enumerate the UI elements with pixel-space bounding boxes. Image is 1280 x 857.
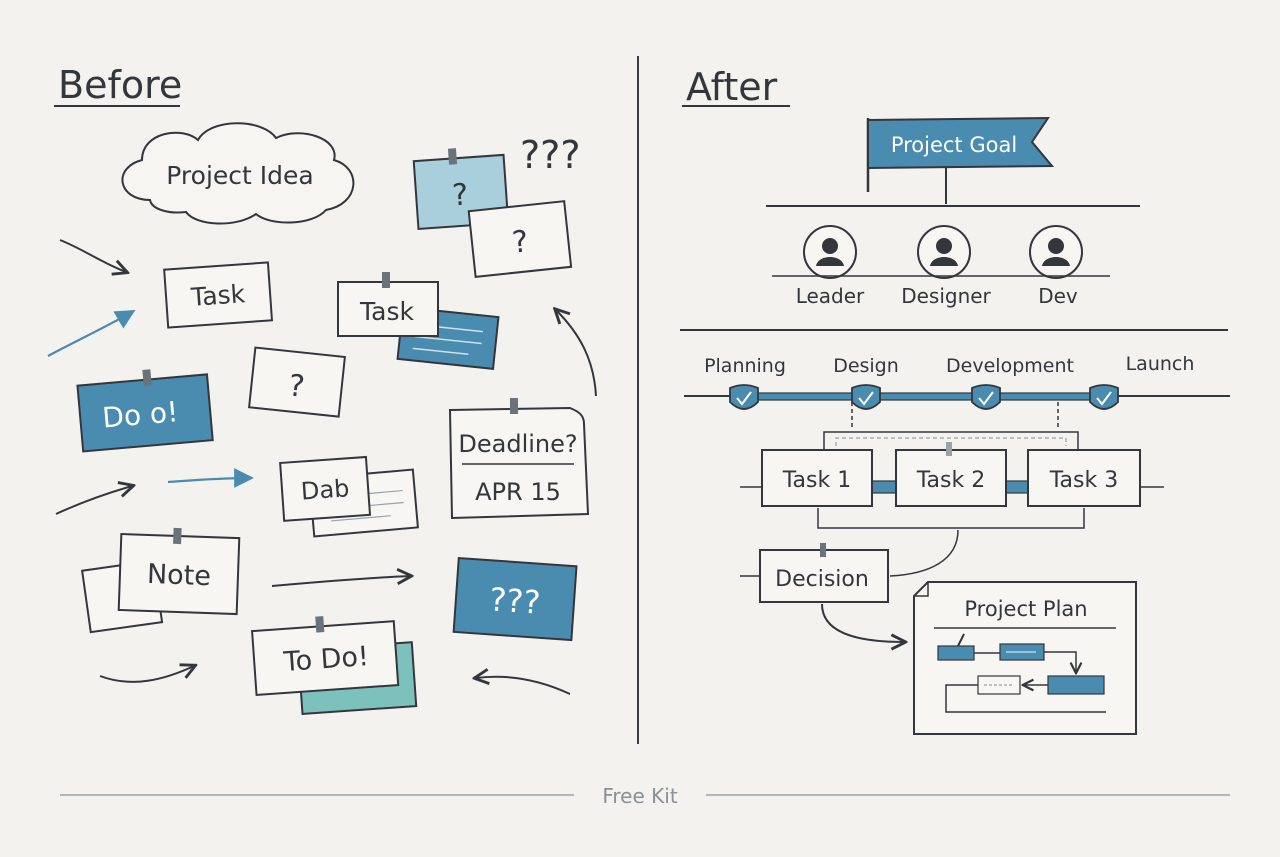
project-goal-label: Project Goal [891, 133, 1017, 157]
deadline-date: APR 15 [475, 478, 561, 506]
person-icon [1048, 238, 1064, 254]
milestone-check-icon [1089, 384, 1119, 410]
scribble-arrow [99, 666, 194, 683]
dab-card: Dab [279, 455, 372, 522]
project-plan-title: Project Plan [964, 597, 1087, 621]
team-member-dev: Dev [1029, 225, 1083, 308]
do-card-blue: Do o! [76, 369, 214, 453]
milestone-check-icon [851, 384, 881, 410]
after-panel: After Project Goal Leader Designer De [680, 65, 1230, 735]
team-label-leader: Leader [796, 284, 865, 308]
question-note-white: ? [467, 200, 573, 278]
after-heading: After [686, 65, 778, 109]
decision-label: Decision [775, 567, 869, 592]
before-heading: Before [58, 63, 182, 107]
note-card: Note [117, 527, 241, 616]
project-idea-label: Project Idea [166, 161, 313, 190]
todo-card-label: To Do! [282, 641, 370, 678]
task-card-1: Task [163, 261, 274, 329]
task-box-1: Task 1 [761, 449, 873, 507]
pin-icon [447, 148, 458, 165]
phase-label-development: Development [946, 355, 1074, 377]
dab-card-label: Dab [300, 474, 350, 505]
task-box-2: Task 2 [895, 442, 1007, 507]
phase-timeline: Planning Design Development Launch [684, 353, 1230, 410]
pin-icon [820, 543, 826, 557]
pin-icon [173, 527, 182, 545]
pin-icon [315, 616, 325, 633]
footer-label: Free Kit [602, 784, 677, 808]
person-icon [936, 238, 952, 254]
deadline-note: Deadline? APR 15 [448, 398, 590, 520]
scribble-arrow-up [556, 310, 597, 397]
task-box-3-label: Task 3 [1049, 468, 1118, 493]
team-label-designer: Designer [901, 284, 991, 308]
task-bracket-dashed [835, 437, 1067, 446]
question-marks-scribble: ??? [520, 133, 581, 177]
task-box-3: Task 3 [1027, 449, 1141, 507]
timeline-progress [743, 392, 1107, 401]
plan-block [937, 645, 975, 661]
pin-icon [382, 272, 390, 288]
task-bracket-bottom [817, 508, 1085, 529]
team-member-leader: Leader [796, 225, 865, 308]
task-box-1-label: Task 1 [782, 468, 851, 493]
decision-box: Decision [759, 543, 889, 603]
scribble-arrow [271, 576, 410, 587]
todo-card: To Do! [251, 616, 400, 697]
scribble-arrow-blue [167, 468, 254, 488]
milestone-check-icon [729, 384, 759, 410]
task-box-2-label: Task 2 [916, 468, 985, 493]
pin-icon [946, 442, 952, 456]
project-goal-flag: Project Goal [866, 116, 1055, 192]
deadline-title: Deadline? [458, 430, 577, 458]
do-card-label: Do o! [101, 395, 180, 434]
project-plan-document: Project Plan [913, 581, 1137, 735]
decision-to-plan-arrow [821, 603, 904, 642]
task-card-2: Task [337, 272, 439, 337]
person-icon [822, 238, 838, 254]
pin-icon [142, 369, 152, 386]
phase-label-design: Design [833, 355, 899, 377]
phase-label-planning: Planning [704, 355, 786, 377]
scribble-arrow [55, 486, 132, 515]
team-member-designer: Designer [901, 225, 992, 308]
task-card-1-label: Task [189, 279, 246, 312]
question-card-label: ? [287, 368, 307, 404]
plan-connector [945, 684, 1106, 713]
task-card-2-label: Task [359, 297, 414, 326]
plan-marker [957, 633, 965, 647]
question-note-label: ? [511, 224, 531, 260]
scribble-arrow-back [476, 677, 571, 695]
plan-connector [1044, 651, 1076, 672]
question-card-blue-label: ??? [488, 580, 541, 621]
team-label-dev: Dev [1038, 284, 1078, 308]
phase-label-launch: Launch [1126, 353, 1195, 375]
task-bracket-top [823, 431, 1079, 450]
question-sticky-label: ? [451, 177, 469, 213]
question-card: ? [248, 346, 346, 418]
task-to-decision-line [889, 529, 959, 577]
project-idea-cloud: Project Idea [121, 122, 355, 225]
scribble-arrow-blue [47, 310, 136, 357]
note-card-label: Note [146, 559, 211, 592]
question-card-blue: ??? [452, 556, 578, 642]
milestone-check-icon [971, 384, 1001, 410]
footer: Free Kit [60, 784, 1230, 808]
scribble-arrow [59, 239, 126, 272]
plan-block [1047, 675, 1105, 695]
pin-icon [510, 398, 518, 414]
before-panel: Before Project Idea ??? ? ? Task [47, 63, 597, 716]
